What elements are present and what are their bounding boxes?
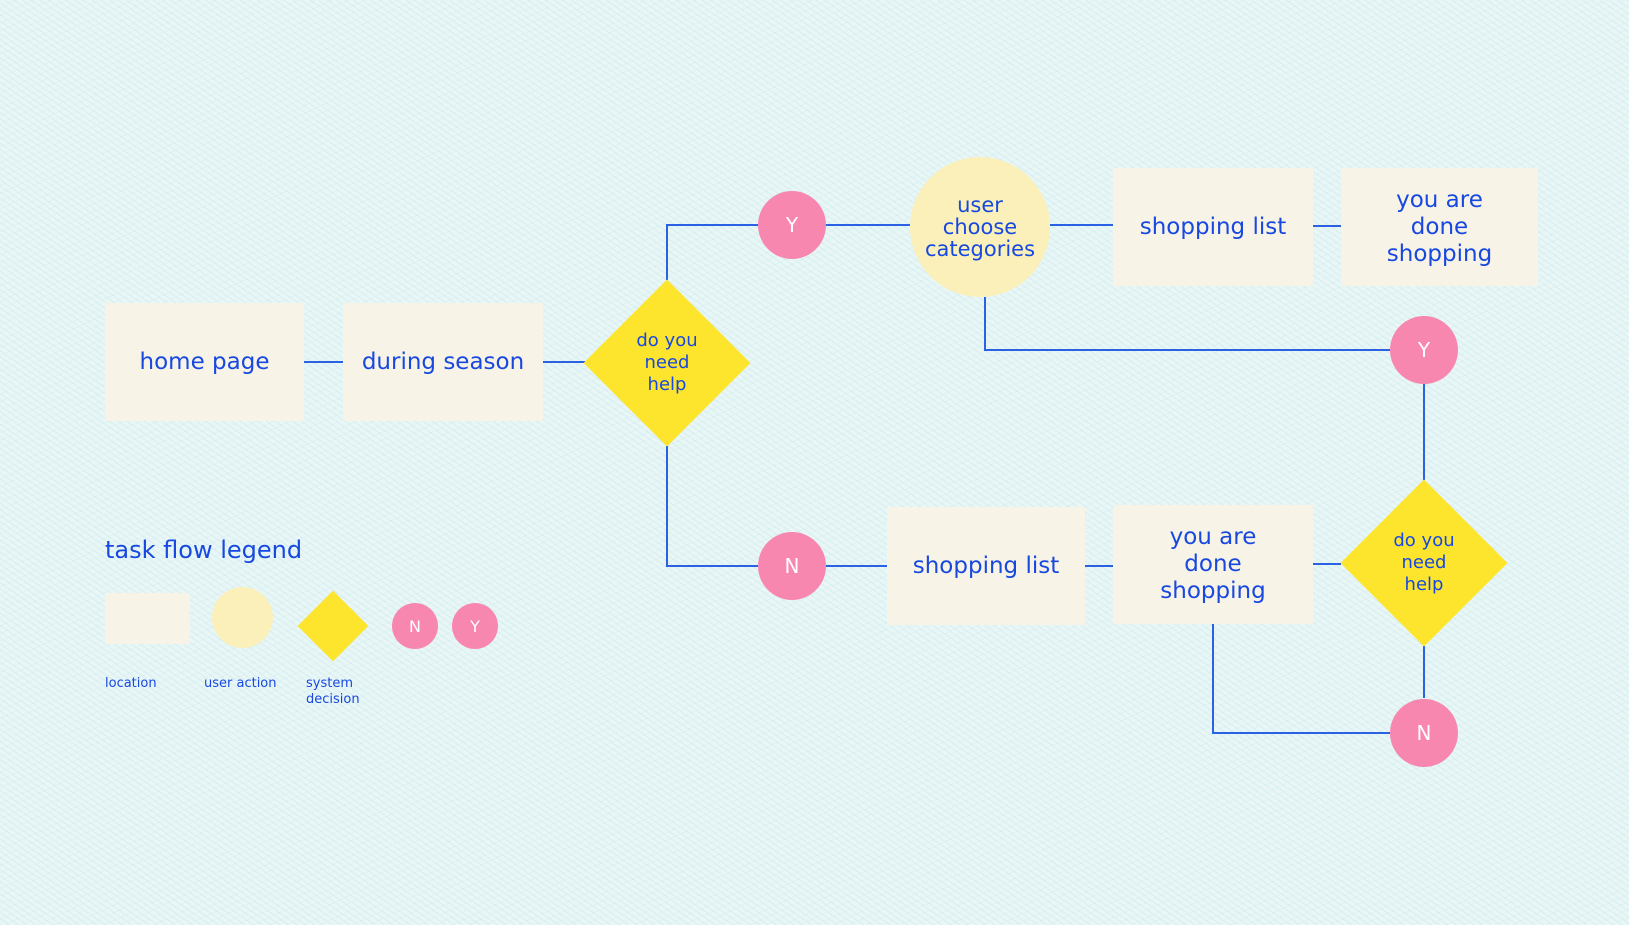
no-2-node: N xyxy=(1390,699,1458,767)
legend-location-label: location xyxy=(105,676,157,691)
decision-1-label: do you need help xyxy=(636,330,698,395)
connector-done-bottom-to-no2 xyxy=(1212,624,1390,734)
during-season-node: during season xyxy=(343,303,543,421)
connector-decision1-to-no1 xyxy=(666,446,758,567)
legend-location-swatch xyxy=(105,593,190,644)
decision-2-label: do you need help xyxy=(1393,530,1455,595)
connector-decision1-to-yes1 xyxy=(666,224,758,280)
yes-2-node: Y xyxy=(1390,316,1458,384)
legend-system-decision-label: system decision xyxy=(306,676,360,707)
legend-user-action-label: user action xyxy=(204,676,277,691)
legend-user-action-swatch xyxy=(212,587,273,648)
decision-1-node: do you need help xyxy=(583,279,751,447)
yes-1-node: Y xyxy=(758,191,826,259)
decision-2-node: do you need help xyxy=(1340,479,1508,647)
done-shopping-bottom-node: you are done shopping xyxy=(1113,505,1313,624)
done-shopping-top-node: you are done shopping xyxy=(1341,168,1538,286)
shopping-list-bottom-node: shopping list xyxy=(887,507,1085,625)
legend-yes-swatch: Y xyxy=(452,603,498,649)
user-choose-categories-node: user choose categories xyxy=(910,157,1050,297)
legend-no-swatch: N xyxy=(392,603,438,649)
shopping-list-top-node: shopping list xyxy=(1113,168,1313,286)
connector-categories-to-yes2 xyxy=(984,297,1390,351)
home-page-node: home page xyxy=(105,303,304,421)
no-1-node: N xyxy=(758,532,826,600)
legend-title: task flow legend xyxy=(105,536,303,564)
